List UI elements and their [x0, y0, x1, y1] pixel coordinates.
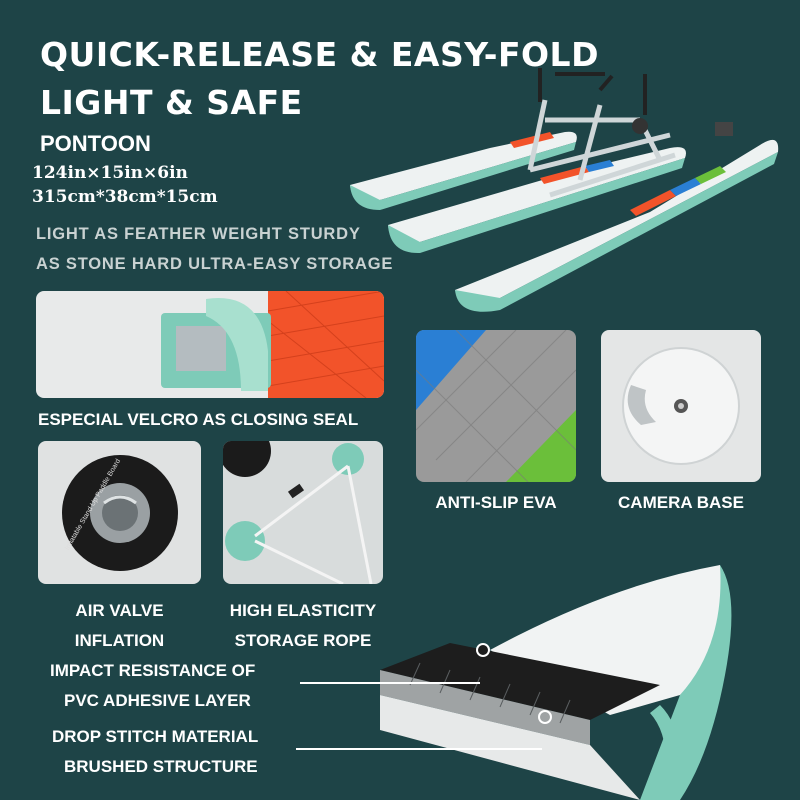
rope-caption-2: STORAGE ROPE — [234, 631, 372, 650]
velcro-photo — [36, 291, 384, 398]
eva-photo — [416, 330, 576, 482]
bike-frame — [527, 99, 676, 198]
impact-caption-2: PVC ADHESIVE LAYER — [64, 691, 251, 710]
headline-line-2: LIGHT & SAFE — [40, 83, 303, 122]
board-cross-section-image — [380, 565, 732, 800]
pontoon-front — [455, 139, 779, 312]
impact-pointer-dot — [476, 643, 490, 657]
valve-edge — [223, 441, 271, 477]
d-ring-mount-left — [225, 521, 265, 561]
size-inches: 124in×15in×6in — [32, 163, 188, 183]
air-valve-caption-1: AIR VALVE — [75, 601, 164, 620]
rope-caption-1: HIGH ELASTICITY — [229, 601, 377, 620]
pvc-layer — [380, 643, 660, 720]
propeller — [715, 122, 733, 136]
air-valve-photo — [38, 441, 201, 584]
velcro-caption: ESPECIAL VELCRO AS CLOSING SEAL — [38, 410, 359, 429]
board-bottom — [380, 695, 640, 800]
impact-leader-line — [300, 682, 480, 684]
elastic-rope — [254, 464, 373, 584]
tagline-line-2: AS STONE HARD ULTRA-EASY STORAGE — [36, 255, 394, 273]
pontoon-back — [350, 131, 577, 210]
stitch-pointer-dot — [538, 710, 552, 724]
pontoon-bike-image — [350, 68, 779, 312]
camera-base-caption: CAMERA BASE — [618, 493, 744, 512]
size-centimeters: 315cm*38cm*15cm — [32, 187, 218, 207]
d-ring-icon — [627, 385, 656, 425]
pontoon-middle — [388, 147, 686, 254]
rope-buckle — [287, 483, 305, 499]
product-name: PONTOON — [40, 131, 151, 156]
green-pad — [506, 410, 576, 482]
camera-base-photo — [601, 330, 761, 482]
impact-caption-1: IMPACT RESISTANCE OF — [50, 661, 256, 680]
fin — [650, 705, 678, 780]
deck-stripes — [510, 132, 726, 216]
stitch-caption-2: BRUSHED STRUCTURE — [64, 757, 258, 776]
air-valve-caption-2: INFLATION — [74, 631, 165, 650]
storage-rope-photo — [223, 441, 383, 584]
stitch-leader-line — [296, 748, 542, 750]
seat — [632, 118, 648, 134]
d-ring-mount-top — [332, 443, 364, 475]
eva-caption: ANTI-SLIP EVA — [435, 493, 557, 512]
handlebar — [538, 68, 647, 115]
headline-line-1: QUICK-RELEASE & EASY-FOLD — [40, 35, 599, 74]
stitch-caption-1: DROP STITCH MATERIAL — [52, 727, 259, 746]
blue-pad — [416, 330, 486, 410]
tagline-line-1: LIGHT AS FEATHER WEIGHT STURDY — [36, 225, 361, 243]
drop-stitch-fibers — [380, 670, 590, 745]
board-rail — [640, 565, 732, 800]
